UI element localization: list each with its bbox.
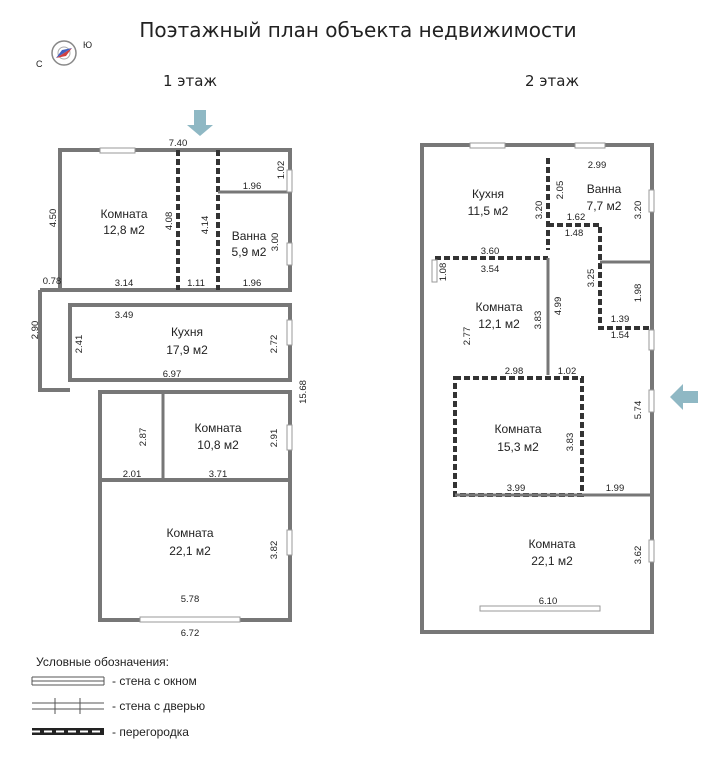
floor-2-label: 2 этаж <box>525 72 579 90</box>
floor-1-plan <box>38 148 292 622</box>
dimension-label: 3.49 <box>115 310 134 321</box>
dimension-label: 2.98 <box>505 366 524 377</box>
room-name: Комната <box>529 537 576 551</box>
dimension-label: 4.50 <box>48 209 59 228</box>
room-name: Комната <box>476 300 523 314</box>
legend-window-icon <box>31 676 105 686</box>
dimension-label: 4.99 <box>553 297 564 316</box>
dimension-label: 3.83 <box>533 311 544 330</box>
dimension-label: 1.96 <box>243 181 262 192</box>
room-name: Ванна <box>232 229 267 243</box>
dimension-label: 3.60 <box>481 246 500 257</box>
page-title: Поэтажный план объекта недвижимости <box>139 18 577 42</box>
dimension-label: 3.20 <box>534 201 545 220</box>
dimension-label: 6.72 <box>181 628 200 639</box>
room-name: Ванна <box>587 182 622 196</box>
dimension-label: 1.62 <box>567 212 586 223</box>
entrance-arrow-icon <box>187 110 213 136</box>
room-area: 17,9 м2 <box>166 343 208 357</box>
dimension-label: 3.71 <box>209 469 228 480</box>
legend-door-icon <box>32 698 104 714</box>
dimension-label: 5.74 <box>633 401 644 420</box>
room-name: Комната <box>101 207 148 221</box>
legend-title: Условные обозначения: <box>36 655 169 669</box>
dimension-label: 2.77 <box>462 327 473 346</box>
dimension-label: 6.97 <box>163 369 182 380</box>
dimension-label: 3.14 <box>115 278 134 289</box>
dimension-label: 2.72 <box>269 335 280 354</box>
floor-1-windows <box>99 147 293 623</box>
compass-icon <box>51 40 77 66</box>
dimension-label: 1.08 <box>438 263 449 282</box>
dimension-label: 1.98 <box>633 284 644 303</box>
floor-2-windows <box>431 142 655 612</box>
dimension-label: 0.78 <box>43 276 62 287</box>
legend-partition-icon <box>32 728 104 735</box>
room-name: Комната <box>195 421 242 435</box>
dimension-label: 2.91 <box>269 429 280 448</box>
dimension-label: 3.99 <box>507 483 526 494</box>
dimension-label: 4.08 <box>164 212 175 231</box>
dimension-label: 3.54 <box>481 264 500 275</box>
dimension-label: 15.68 <box>298 380 309 404</box>
room-name: Кухня <box>171 325 203 339</box>
dimension-label: 3.20 <box>633 201 644 220</box>
dimension-label: 1.02 <box>558 366 577 377</box>
room-area: 22,1 м2 <box>531 554 573 568</box>
room-area: 7,7 м2 <box>587 199 622 213</box>
dimension-label: 5.78 <box>181 594 200 605</box>
compass-right-label: Ю <box>83 40 92 50</box>
dimension-label: 1.11 <box>187 278 205 289</box>
dimension-label: 1.99 <box>606 483 625 494</box>
dimension-label: 3.62 <box>633 546 644 565</box>
room-area: 22,1 м2 <box>169 544 211 558</box>
legend-door-label: - стена с дверью <box>112 699 206 713</box>
dimension-label: 2.05 <box>555 181 566 200</box>
compass-left-label: С <box>36 59 43 69</box>
room-area: 11,5 м2 <box>468 204 509 218</box>
room-area: 12,1 м2 <box>478 317 520 331</box>
dimension-label: 4.14 <box>200 216 211 235</box>
dimension-label: 3.83 <box>565 433 576 452</box>
dimension-label: 2.99 <box>588 160 607 171</box>
room-name: Кухня <box>472 187 504 201</box>
dimension-label: 2.90 <box>30 321 41 340</box>
dimension-label: 2.87 <box>138 428 149 447</box>
dimension-label: 3.82 <box>269 541 280 560</box>
room-name: Комната <box>167 526 214 540</box>
room-name: Комната <box>495 422 542 436</box>
dimension-label: 3.25 <box>586 269 597 288</box>
dimension-label: 1.54 <box>611 330 630 341</box>
room-area: 5,9 м2 <box>232 245 267 259</box>
dimension-label: 1.48 <box>565 228 584 239</box>
dimension-label: 1.02 <box>276 161 287 180</box>
dimension-label: 7.40 <box>169 138 188 149</box>
legend-partition-label: - перегородка <box>112 725 189 739</box>
room-area: 12,8 м2 <box>103 223 145 237</box>
dimension-label: 1.96 <box>243 278 262 289</box>
room-area: 15,3 м2 <box>497 440 539 454</box>
dimension-label: 3.00 <box>270 233 281 252</box>
dimension-label: 6.10 <box>539 596 558 607</box>
legend-window-label: - стена с окном <box>112 674 197 688</box>
dimension-label: 2.41 <box>74 335 85 354</box>
dimension-label: 2.01 <box>123 469 142 480</box>
dimension-label: 1.39 <box>611 314 630 325</box>
floor-1-label: 1 этаж <box>163 72 217 90</box>
room-area: 10,8 м2 <box>197 438 239 452</box>
entrance-arrow-icon <box>670 384 698 410</box>
